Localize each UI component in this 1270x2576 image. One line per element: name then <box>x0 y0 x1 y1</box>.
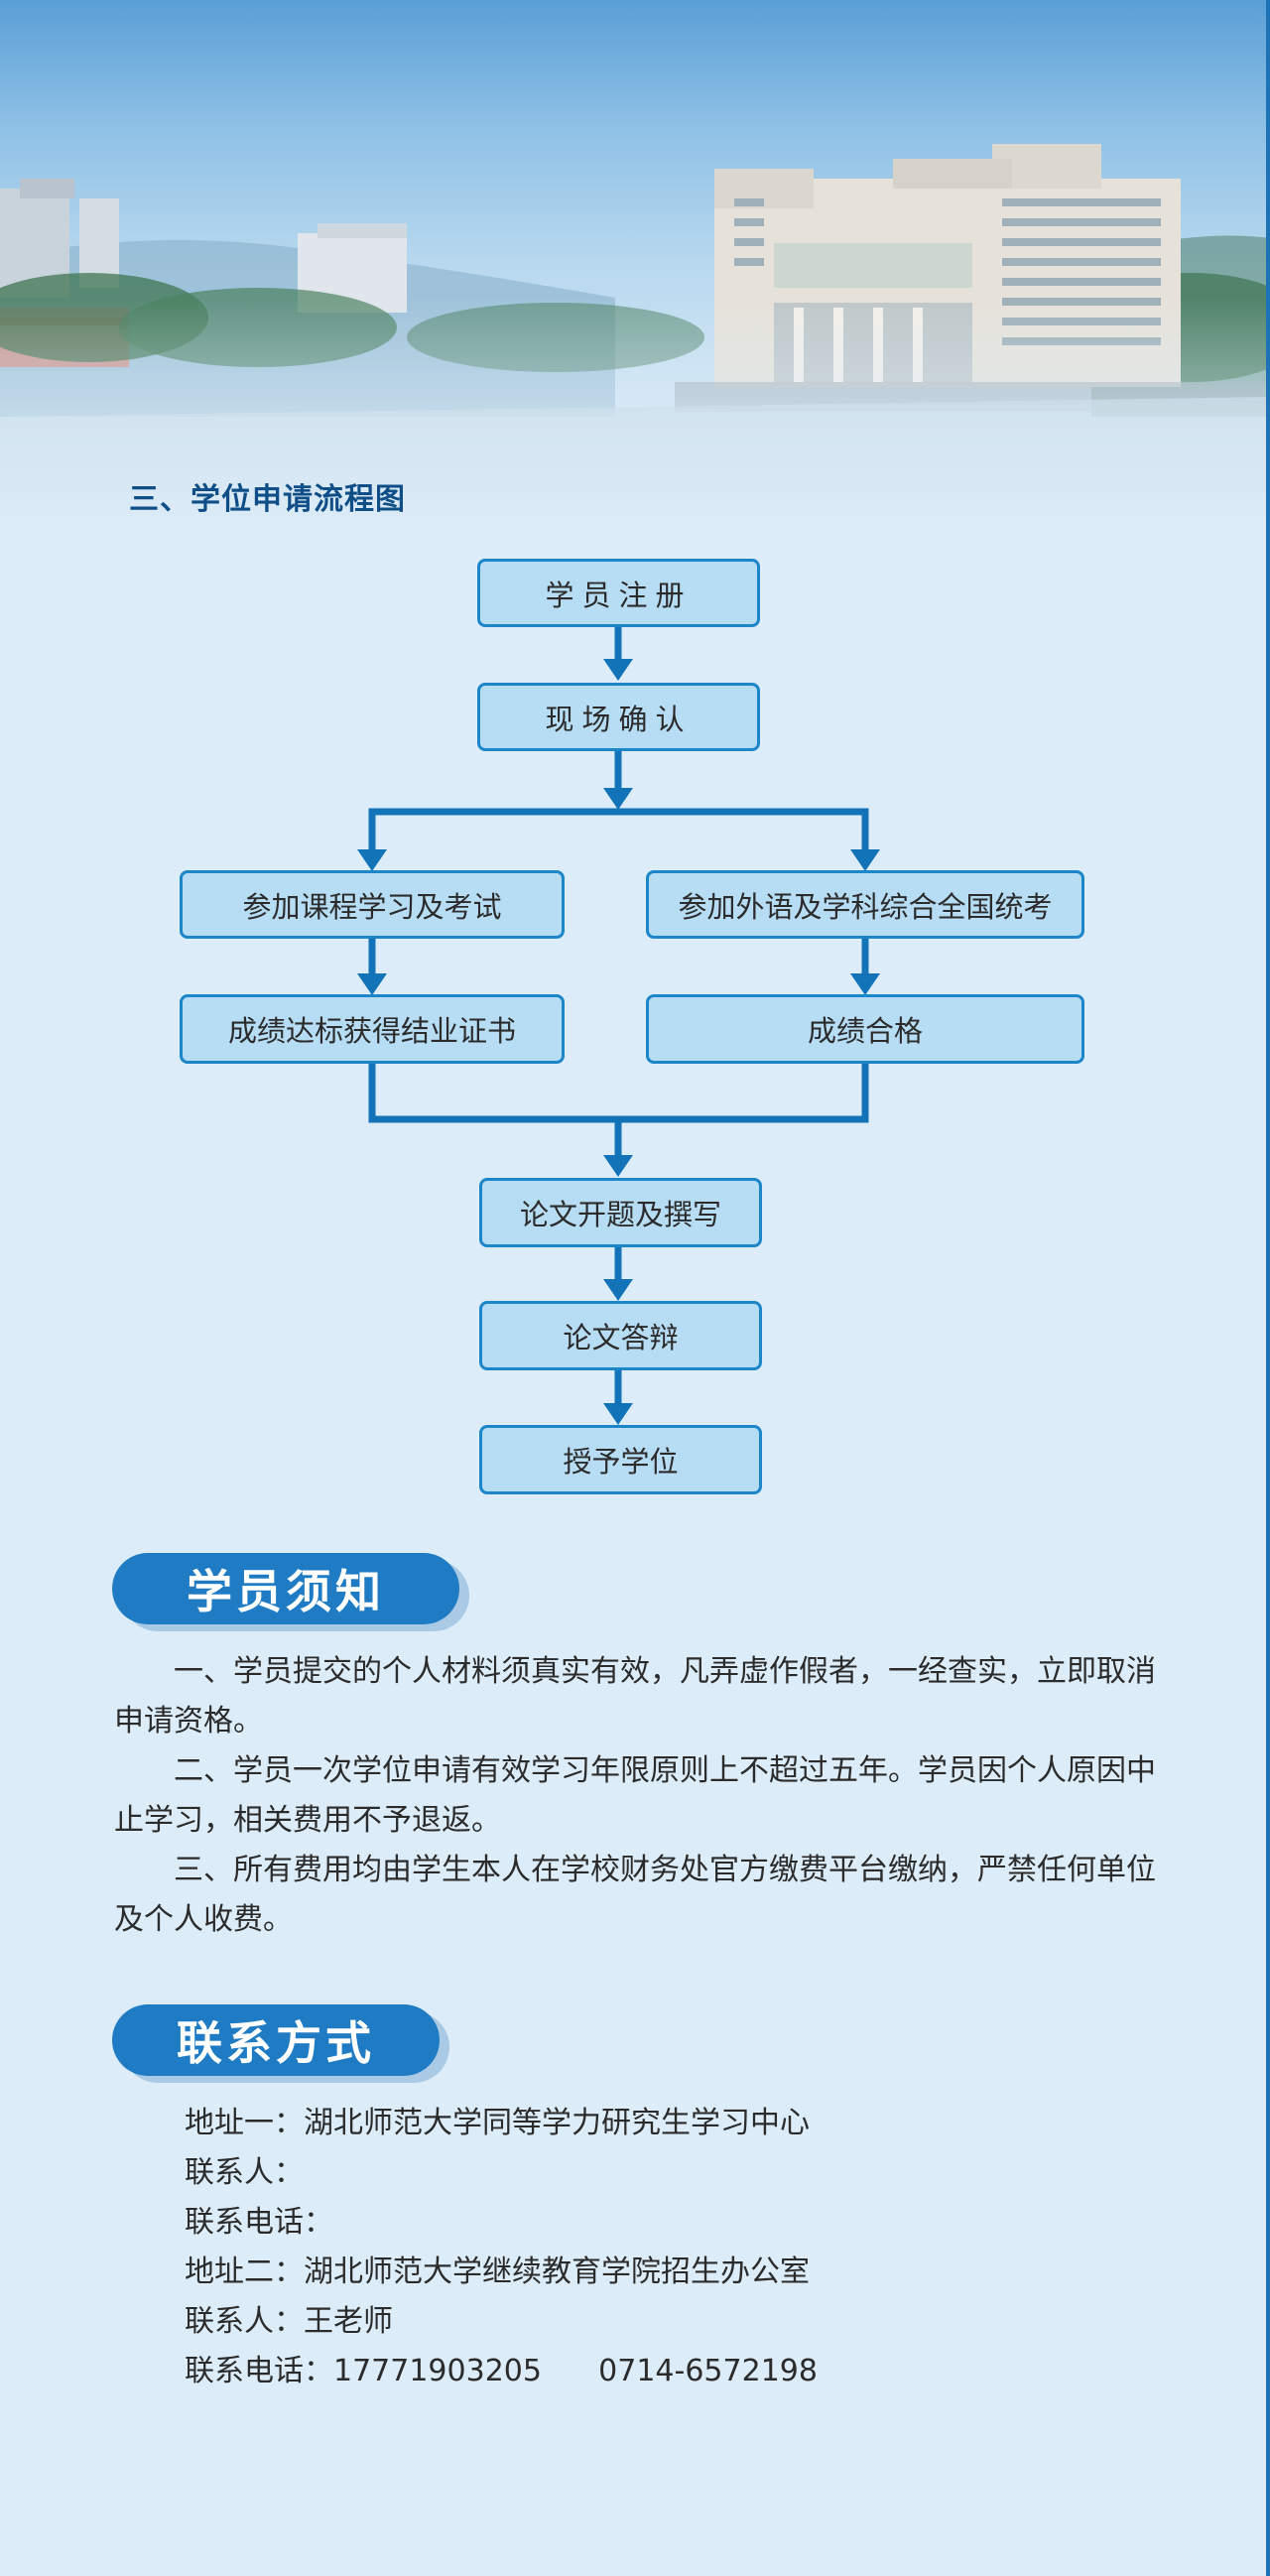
contact-phone-1: 联系电话： <box>185 2205 333 2240</box>
notice-body: 一、学员提交的个人材料须真实有效，凡弄虚作假者，一经查实，立即取消申请资格。 二… <box>114 1647 1161 1945</box>
node-national-exam: 参加外语及学科综合全国统考 <box>646 870 1084 939</box>
node-confirm: 现场确认 <box>477 683 760 751</box>
arrow-to-confirm <box>603 659 633 681</box>
node-pass: 成绩合格 <box>646 994 1084 1064</box>
arrow-to-degree <box>603 1403 633 1425</box>
contact-phone-2: 联系电话：17771903205 0714-6572198 <box>185 2354 818 2388</box>
node-course-exam: 参加课程学习及考试 <box>180 870 565 939</box>
node-thesis-write: 论文开题及撰写 <box>479 1178 762 1247</box>
contact-info: 地址一：湖北师范大学同等学力研究生学习中心 联系人： 联系电话： 地址二：湖北师… <box>185 2099 818 2396</box>
section-title: 三、学位申请流程图 <box>129 482 406 517</box>
arrow-to-exam <box>850 849 880 871</box>
right-edge-bar <box>1266 0 1270 2576</box>
contact-person-1: 联系人： <box>185 2155 304 2190</box>
node-certificate: 成绩达标获得结业证书 <box>180 994 565 1064</box>
node-degree: 授予学位 <box>479 1425 762 1494</box>
arrow-to-pass <box>850 973 880 995</box>
connector-merge <box>368 1064 869 1123</box>
contact-address-2: 地址二：湖北师范大学继续教育学院招生办公室 <box>185 2254 810 2289</box>
notice-item: 二、学员一次学位申请有效学习年限原则上不超过五年。学员因个人原因中止学习，相关费… <box>114 1753 1156 1838</box>
notice-heading: 学员须知 <box>112 1553 459 1624</box>
contact-person-2: 联系人：王老师 <box>185 2304 393 2339</box>
campus-header-image <box>0 0 1270 536</box>
contact-address-1: 地址一：湖北师范大学同等学力研究生学习中心 <box>185 2106 810 2140</box>
notice-item: 三、所有费用均由学生本人在学校财务处官方缴费平台缴纳，严禁任何单位及个人收费。 <box>114 1853 1156 1937</box>
arrow-to-defense <box>603 1279 633 1301</box>
connector-split-branches <box>368 808 869 853</box>
contact-heading: 联系方式 <box>112 2004 440 2076</box>
node-register: 学员注册 <box>477 559 760 627</box>
arrow-to-certificate <box>357 973 387 995</box>
arrow-to-course <box>357 849 387 871</box>
notice-item: 一、学员提交的个人材料须真实有效，凡弄虚作假者，一经查实，立即取消申请资格。 <box>114 1654 1156 1739</box>
arrow-to-thesis <box>603 1155 633 1177</box>
arrow-to-split <box>603 788 633 810</box>
node-thesis-defense: 论文答辩 <box>479 1301 762 1370</box>
